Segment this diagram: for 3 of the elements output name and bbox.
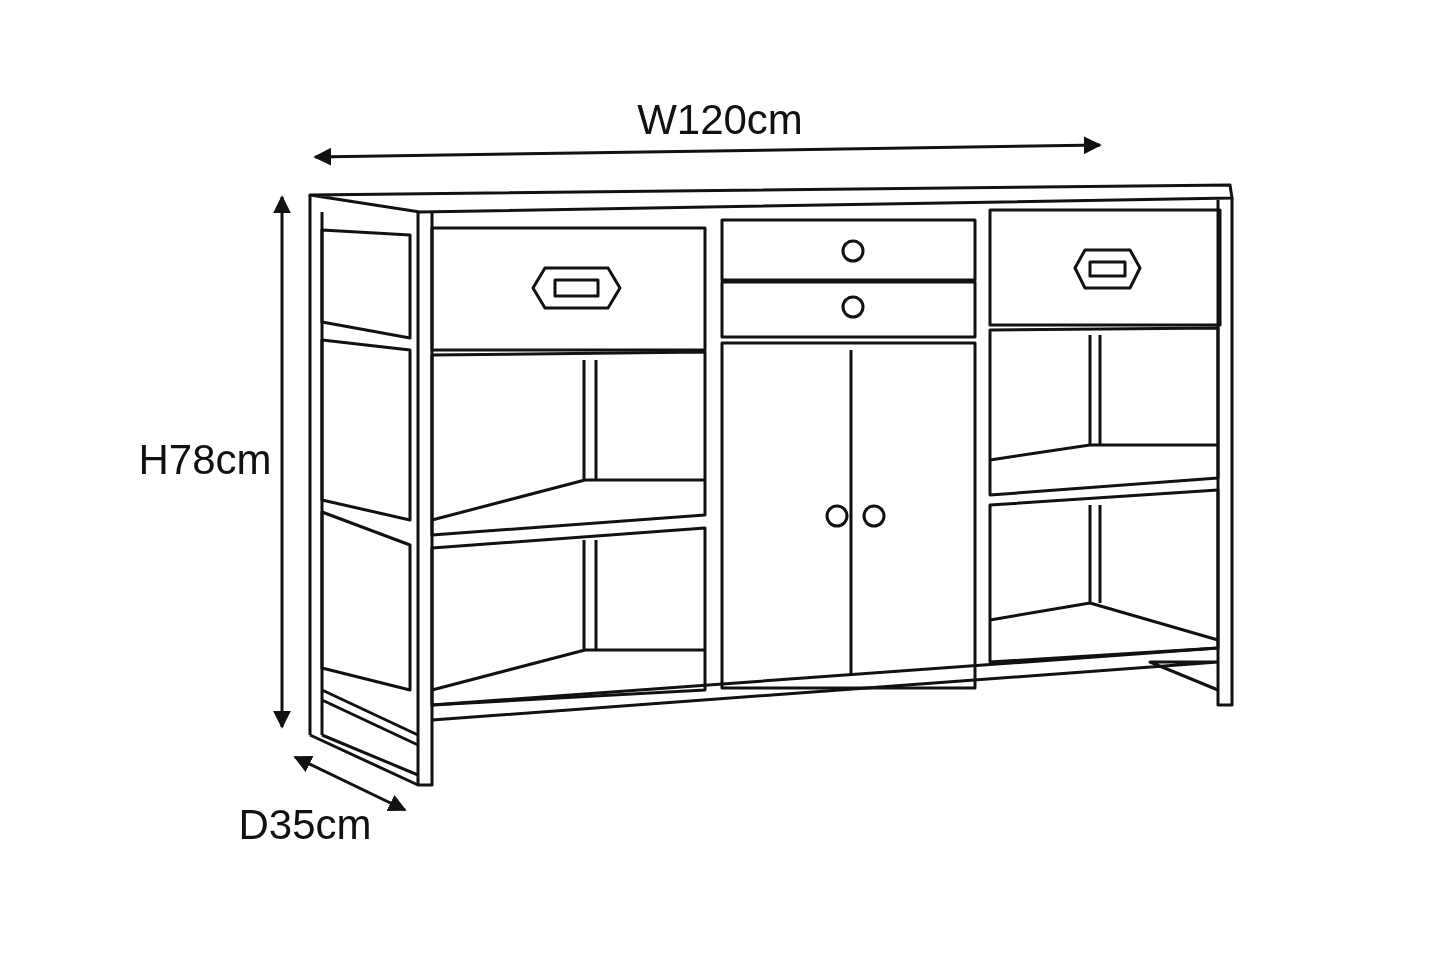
dimension-label: D35cm	[238, 804, 372, 846]
dimension-label: H78cm	[138, 439, 272, 481]
dimension-label: W120cm	[637, 99, 803, 141]
